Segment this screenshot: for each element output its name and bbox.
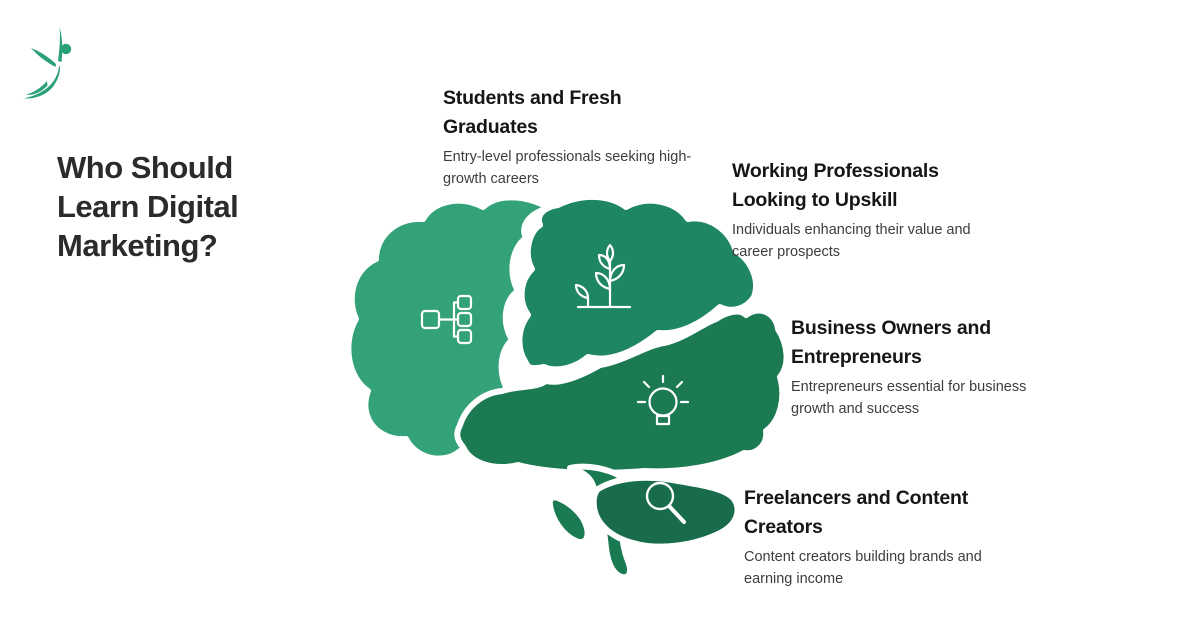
section-business-owners: Business Owners and Entrepreneurs Entrep… xyxy=(791,314,1053,420)
section-heading: Freelancers and Content Creators xyxy=(744,487,969,538)
brain-segment-working-professionals xyxy=(516,193,759,373)
section-description: Content creators building brands and ear… xyxy=(744,549,982,587)
brain-stem-fin xyxy=(546,494,591,545)
page-title: Who Should Learn Digital Marketing? xyxy=(57,150,239,263)
brand-logo-flying-figure-icon xyxy=(23,27,72,99)
brain-diagram xyxy=(348,193,793,583)
lightbulb-icon xyxy=(636,374,690,426)
sitemap-icon xyxy=(420,294,473,345)
magnifier-icon xyxy=(645,481,686,524)
section-description: Entrepreneurs essential for business gro… xyxy=(791,379,1027,417)
section-description: Individuals enhancing their value and ca… xyxy=(732,222,971,260)
brand-logo xyxy=(22,20,86,104)
section-description: Entry-level professionals seeking high-g… xyxy=(443,149,692,187)
brain-segment-business-owners xyxy=(454,307,790,476)
section-freelancers: Freelancers and Content Creators Content… xyxy=(744,484,1012,590)
brain-segment-freelancers xyxy=(590,474,741,550)
plant-growth-icon xyxy=(574,243,632,309)
section-heading: Business Owners and Entrepreneurs xyxy=(791,317,991,368)
section-heading: Working Professionals Looking to Upskill xyxy=(732,160,939,211)
section-working-professionals: Working Professionals Looking to Upskill… xyxy=(732,157,1000,263)
section-students: Students and Fresh Graduates Entry-level… xyxy=(443,84,693,190)
section-heading: Students and Fresh Graduates xyxy=(443,87,622,138)
